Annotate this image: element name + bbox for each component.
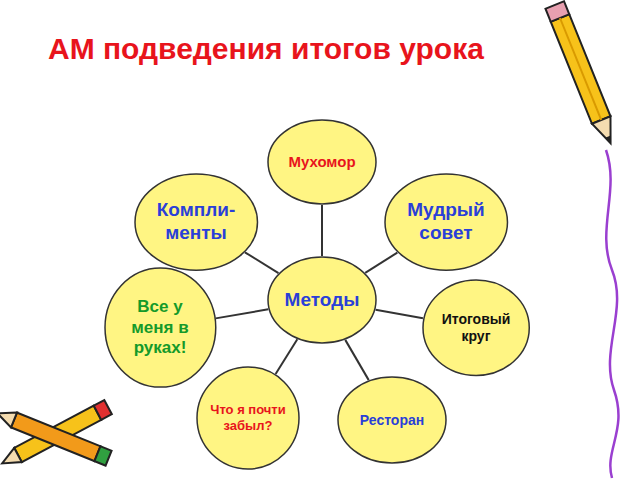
connector-line xyxy=(345,340,368,380)
node-label: Ресторан xyxy=(360,412,424,429)
connector-line xyxy=(276,339,298,374)
wavy-line xyxy=(606,150,618,478)
method-ellipse: Мухомор xyxy=(267,119,377,205)
diagram-title: АМ подведения итогов урока xyxy=(48,26,520,73)
connector-line xyxy=(216,309,269,318)
node-label: Методы xyxy=(285,289,360,312)
method-ellipse: Все у меня в руках! xyxy=(104,267,217,388)
connector-line xyxy=(322,205,323,256)
method-ellipse: Что я почти забыл? xyxy=(196,366,300,470)
method-ellipse: Итоговый круг xyxy=(422,279,530,376)
pencil-icon xyxy=(0,400,112,470)
node-label: Мудрый совет xyxy=(398,199,494,245)
node-label: Что я почти забыл? xyxy=(210,402,286,433)
method-ellipse: Ресторан xyxy=(337,376,447,464)
node-label: Мухомор xyxy=(288,153,355,171)
method-ellipse: Мудрый совет xyxy=(384,173,508,271)
pencil-icon xyxy=(0,406,112,466)
connector-line xyxy=(376,310,423,319)
node-label: Все у меня в руках! xyxy=(118,297,202,358)
node-label: Итоговый круг xyxy=(431,311,521,345)
connector-line xyxy=(365,253,397,273)
connector-line xyxy=(245,252,279,273)
method-ellipse: Компли- менты xyxy=(134,173,258,271)
pencil-icon xyxy=(545,1,619,147)
node-label: Компли- менты xyxy=(148,199,244,245)
center-ellipse: Методы xyxy=(267,256,377,344)
